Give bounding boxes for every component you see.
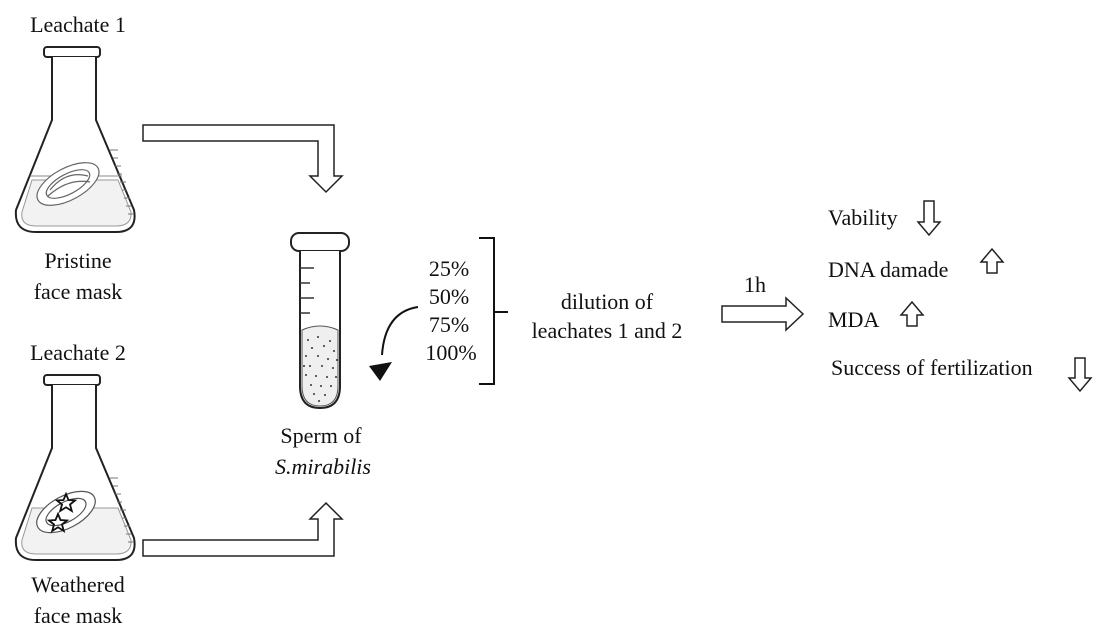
leachate2-title: Leachate 2 [30,340,126,365]
dilution-line1: dilution of [560,289,654,314]
face-mask-pristine-icon [36,162,100,206]
effect-mda: MDA [828,307,880,332]
concentration-item: 50% [428,284,470,309]
sperm-label: Sperm of [280,423,362,448]
leachate1-caption-line2: face mask [33,279,123,304]
leachate2-caption-line2: face mask [33,603,123,628]
sperm-dots [303,336,338,402]
concentration-bracket [479,237,508,385]
concentration-item: 25% [428,256,470,281]
effect-viability: Vability [828,205,898,230]
flask-weathered-icon [14,374,136,561]
dilution-line2: leachates 1 and 2 [531,318,683,343]
leachate1-title: Leachate 1 [30,12,126,37]
concentration-item: 100% [425,340,477,365]
flask-pristine-icon [14,46,136,233]
effect-dna-damage: DNA damade [828,257,949,282]
up-arrow-icon [899,300,925,327]
curved-arrow-to-tube [381,306,419,356]
effect-fertilization: Success of fertilization [831,355,1033,380]
leachate2-caption-line1: Weathered [31,572,125,597]
test-tube-icon [290,232,350,410]
arrow-leachate1-to-sperm [142,124,344,194]
up-arrow-icon [979,247,1005,274]
arrow-to-effects [721,296,805,332]
sperm-species: S.mirabilis [275,454,371,479]
down-arrow-icon [1067,357,1093,393]
arrow-leachate2-to-sperm [142,501,344,557]
time-label: 1h [744,272,766,297]
concentration-item: 75% [428,312,470,337]
curved-arrowhead [369,362,392,381]
leachate1-caption-line1: Pristine [44,248,112,273]
star-icon [46,491,78,534]
effect-arrows [899,200,1093,393]
down-arrow-icon [916,200,942,237]
